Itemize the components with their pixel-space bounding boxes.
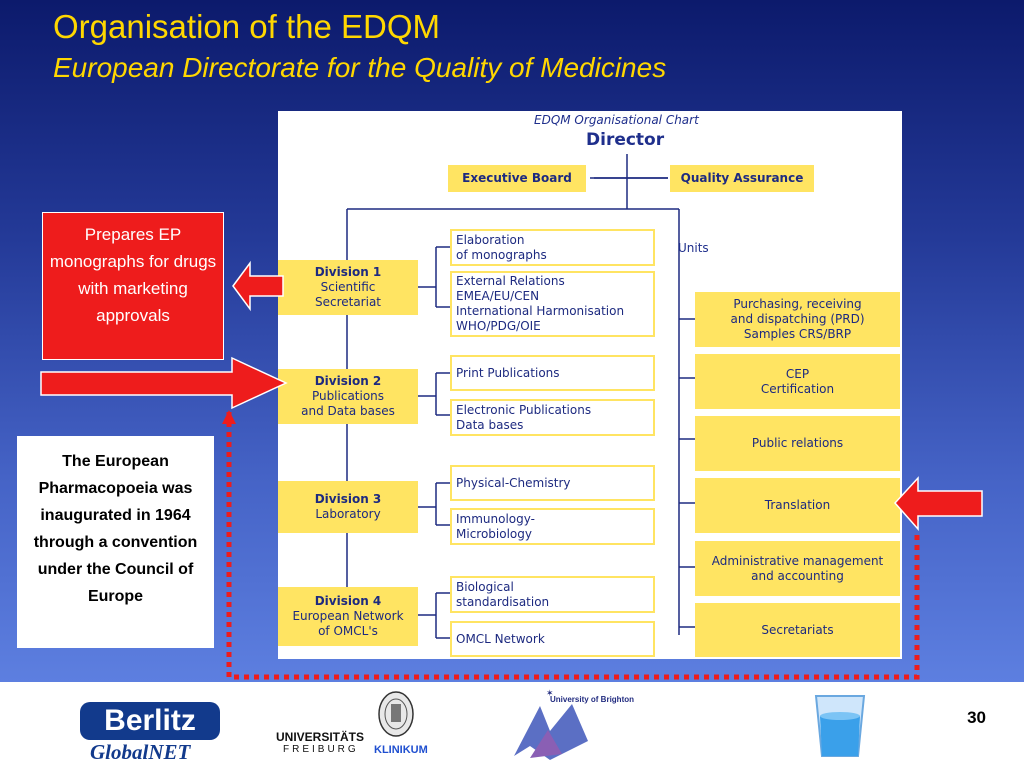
section-external-relations: External Relations EMEA/EU/CEN Internati… (450, 271, 655, 337)
division-3-box: Division 3 Laboratory (278, 481, 418, 533)
freiburg-city-text: FREIBURG (283, 744, 359, 755)
division-1-name: Scientific Secretariat (314, 280, 382, 309)
section-elaboration-monographs: Elaboration of monographs (450, 229, 655, 266)
executive-board-box: Executive Board (448, 165, 586, 192)
section-biological-standardisation: Biological standardisation (450, 576, 655, 613)
svg-text:✶: ✶ (546, 689, 554, 699)
section-physical-chemistry: Physical-Chemistry (450, 465, 655, 501)
units-label: Units (678, 241, 709, 255)
dotted-arrowhead-icon (222, 410, 236, 424)
org-chart: EDQM Organisational Chart Director Units… (278, 111, 902, 659)
freiburg-klinikum-text: KLINIKUM (374, 744, 428, 756)
arrow-to-division-1-icon (232, 260, 284, 312)
annotation-overlay (40, 260, 983, 680)
unit-translation: Translation (695, 478, 900, 533)
dotted-connector (226, 412, 920, 680)
freiburg-logo-text: UNIVERSITÄTS (276, 730, 365, 744)
arrow-to-translation-icon (893, 476, 983, 531)
section-print-publications: Print Publications (450, 355, 655, 391)
unit-public-relations: Public relations (695, 416, 900, 471)
unit-purchasing: Purchasing, receiving and dispatching (P… (695, 292, 900, 347)
berlitz-subtitle: GlobalNET (90, 740, 191, 764)
berlitz-wordmark: Berlitz (80, 702, 220, 740)
section-electronic-publications: Electronic Publications Data bases (450, 399, 655, 436)
org-chart-caption: EDQM Organisational Chart (534, 113, 699, 127)
division-2-box: Division 2 Publications and Data bases (278, 369, 418, 424)
slide-number: 30 (967, 708, 986, 727)
unit-cep-certification: CEP Certification (695, 354, 900, 409)
division-4-name: European Network of OMCL's (292, 609, 404, 638)
slide-subtitle: European Directorate for the Quality of … (53, 52, 667, 83)
section-immunology-microbiology: Immunology- Microbiology (450, 508, 655, 545)
division-3-title: Division 3 (314, 492, 382, 506)
berlitz-logo: Berlitz GlobalNET (80, 702, 220, 764)
unit-secretariats: Secretariats (695, 603, 900, 657)
white-callout-box: The European Pharmacopoeia was inaugurat… (17, 436, 214, 648)
division-1-box: Division 1 Scientific Secretariat (278, 260, 418, 315)
section-omcl-network: OMCL Network (450, 621, 655, 657)
slide-background: Organisation of the EDQM European Direct… (0, 0, 1024, 682)
director-label: Director (586, 130, 665, 150)
division-4-title: Division 4 (314, 594, 382, 608)
brighton-logo-text: University of Brighton (550, 695, 635, 704)
slide-title: Organisation of the EDQM (53, 8, 441, 45)
quality-assurance-box: Quality Assurance (670, 165, 814, 192)
division-4-box: Division 4 European Network of OMCL's (278, 587, 418, 646)
division-3-name: Laboratory (315, 507, 381, 521)
red-callout-box: Prepares EP monographs for drugs with ma… (42, 212, 224, 360)
footer-bar: Berlitz GlobalNET UNIVERSITÄTS FREIBURG … (0, 682, 1024, 768)
water-glass-icon (814, 695, 866, 757)
division-2-title: Division 2 (314, 374, 382, 388)
division-1-title: Division 1 (314, 265, 382, 279)
arrow-to-division-2-icon (40, 356, 288, 410)
freiburg-crest-icon (378, 691, 414, 737)
brighton-logo-icon: ✶ (514, 689, 588, 760)
unit-administrative: Administrative management and accounting (695, 541, 900, 596)
division-2-name: Publications and Data bases (301, 389, 395, 418)
